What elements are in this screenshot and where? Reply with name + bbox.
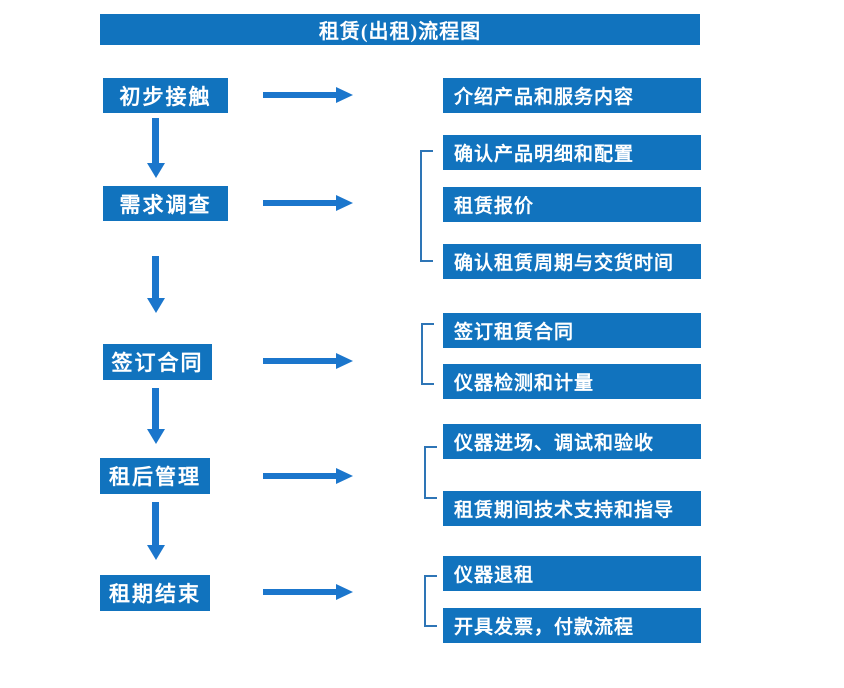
right-arrow-head <box>336 584 353 600</box>
down-arrow-shaft <box>152 256 159 299</box>
right-arrow-head <box>336 353 353 369</box>
right-arrow-shaft <box>263 358 337 364</box>
down-arrow-shaft <box>152 388 159 430</box>
output-box-rental-quotation: 租赁报价 <box>443 187 701 222</box>
output-box-introduce-products: 介绍产品和服务内容 <box>443 78 701 113</box>
bracket-group-rental-end <box>424 575 437 627</box>
output-box-technical-support: 租赁期间技术支持和指导 <box>443 491 701 526</box>
flowchart-title-bar: 租赁(出租)流程图 <box>100 14 700 45</box>
right-arrow-4 <box>263 468 353 484</box>
right-arrow-head <box>336 87 353 103</box>
output-box-instrument-entry-acceptance: 仪器进场、调试和验收 <box>443 424 701 459</box>
right-arrow-1 <box>263 87 353 103</box>
right-arrow-head <box>336 468 353 484</box>
stage-box-post-rental-management: 租后管理 <box>100 458 210 494</box>
right-arrow-shaft <box>263 473 337 479</box>
down-arrow-head <box>147 298 165 313</box>
down-arrow-head <box>147 429 165 444</box>
bracket-group-sign-contract <box>421 323 434 385</box>
right-arrow-shaft <box>263 589 337 595</box>
right-arrow-3 <box>263 353 353 369</box>
output-box-sign-rental-contract: 签订租赁合同 <box>443 313 701 348</box>
output-box-instrument-return: 仪器退租 <box>443 556 701 591</box>
stage-box-sign-contract: 签订合同 <box>103 344 212 380</box>
output-box-instrument-testing: 仪器检测和计量 <box>443 364 701 399</box>
down-arrow-head <box>147 545 165 560</box>
down-arrow-1 <box>147 118 165 178</box>
down-arrow-shaft <box>152 502 159 546</box>
right-arrow-shaft <box>263 92 337 98</box>
right-arrow-shaft <box>263 200 337 206</box>
bracket-group-demand-survey <box>420 150 433 262</box>
down-arrow-head <box>147 163 165 178</box>
down-arrow-4 <box>147 502 165 560</box>
stage-box-rental-end: 租期结束 <box>100 575 210 611</box>
down-arrow-2 <box>147 256 165 313</box>
output-box-confirm-rental-period: 确认租赁周期与交货时间 <box>443 244 701 279</box>
down-arrow-3 <box>147 388 165 444</box>
down-arrow-shaft <box>152 118 159 164</box>
right-arrow-2 <box>263 195 353 211</box>
right-arrow-5 <box>263 584 353 600</box>
flowchart-title: 租赁(出租)流程图 <box>318 21 482 43</box>
stage-box-demand-survey: 需求调查 <box>103 186 228 221</box>
output-box-confirm-product-details: 确认产品明细和配置 <box>443 135 701 170</box>
stage-box-initial-contact: 初步接触 <box>103 78 228 113</box>
right-arrow-head <box>336 195 353 211</box>
output-box-invoice-payment: 开具发票，付款流程 <box>443 608 701 643</box>
bracket-group-post-rental <box>424 446 437 499</box>
